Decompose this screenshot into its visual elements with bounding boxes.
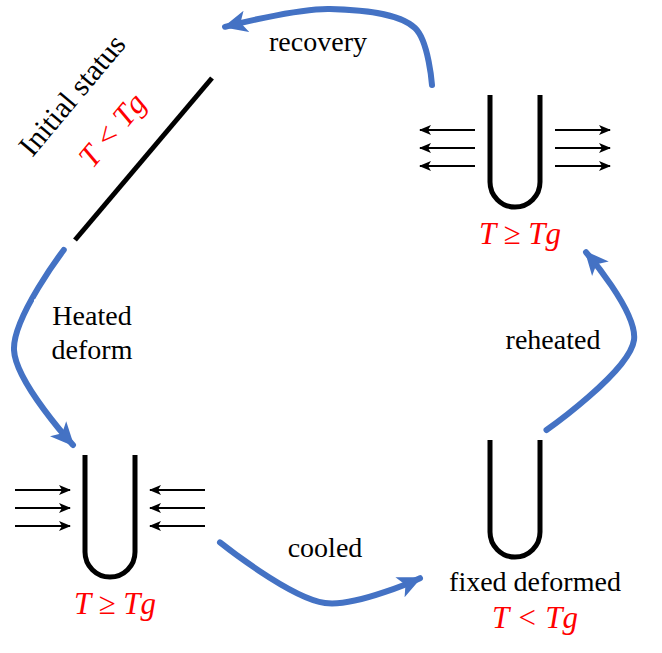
u-bent-strip <box>490 440 540 557</box>
force-arrow <box>555 147 610 149</box>
cycle-arrow <box>225 9 432 85</box>
force-arrow <box>555 165 610 167</box>
force-arrow <box>420 147 475 149</box>
stage-group: Initial statusT < Tg <box>10 10 225 250</box>
force-arrow <box>555 129 610 131</box>
polymer-figure <box>420 430 650 565</box>
temperature-condition: T ≥ Tg <box>410 215 630 252</box>
force-arrow <box>15 489 70 491</box>
force-arrow <box>150 489 205 491</box>
temperature-condition: T ≥ Tg <box>10 585 220 622</box>
u-bent-strip <box>490 95 540 207</box>
u-bent-strip <box>85 455 135 577</box>
stage-group: fixed deformedT < Tg <box>420 430 650 636</box>
force-arrow <box>15 525 70 527</box>
force-arrow <box>420 129 475 131</box>
force-arrow <box>150 507 205 509</box>
stage-group: T ≥ Tg <box>410 85 630 252</box>
step-label: recovery <box>266 25 370 59</box>
stage-group: T ≥ Tg <box>10 445 220 622</box>
step-label: cooled <box>285 531 366 565</box>
force-arrow <box>15 507 70 509</box>
step-label: reheated <box>503 323 604 357</box>
step-label: Heated deform <box>34 299 150 366</box>
polymer-figure <box>410 85 630 215</box>
polymer-figure <box>10 445 220 585</box>
force-arrow <box>150 525 205 527</box>
stage-name: fixed deformed <box>420 565 650 599</box>
force-arrow <box>420 165 475 167</box>
temperature-condition: T < Tg <box>420 599 650 636</box>
